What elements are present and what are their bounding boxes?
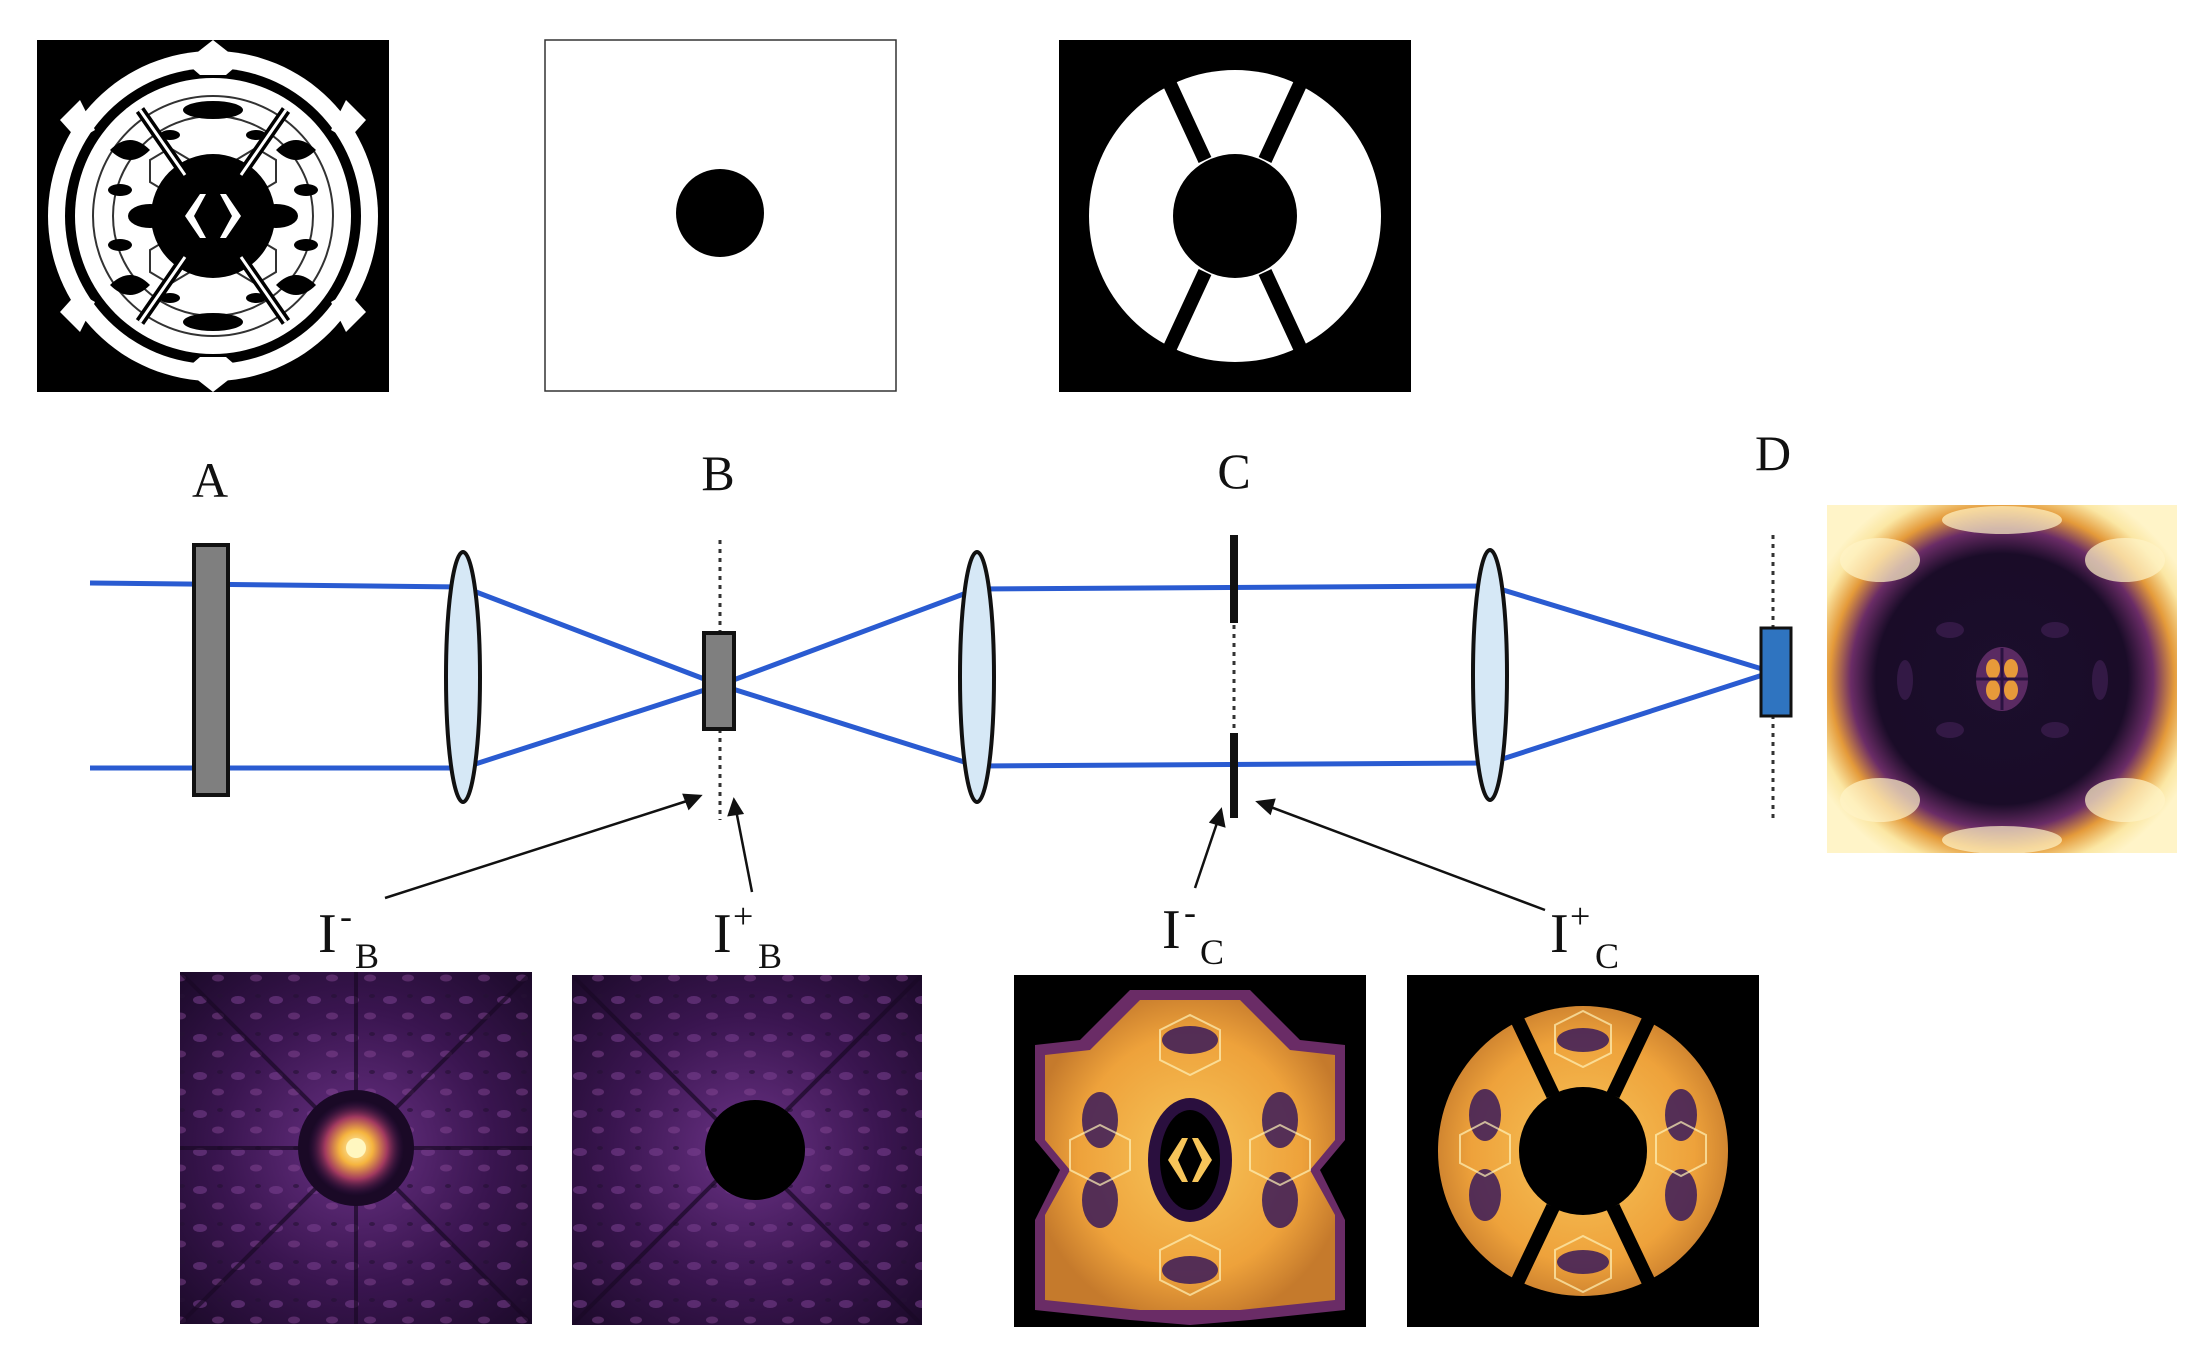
plane-label-b: B xyxy=(701,445,734,501)
lens-icon xyxy=(444,548,1509,804)
residual-core xyxy=(1976,647,2028,711)
svg-text:B: B xyxy=(355,936,379,976)
svg-text:+: + xyxy=(733,896,753,936)
occulting-spot-icon xyxy=(544,39,897,392)
lyot-stop-icon xyxy=(1059,40,1411,392)
svg-text:I: I xyxy=(713,903,732,965)
svg-text:I: I xyxy=(1550,903,1569,965)
svg-text:I: I xyxy=(1162,899,1181,961)
plane-label-a: A xyxy=(192,452,228,508)
svg-text:C: C xyxy=(1595,936,1619,976)
lens-2 xyxy=(958,550,996,804)
intensity-image-i-minus-c xyxy=(1014,975,1366,1327)
label-i-plus-c: I + C xyxy=(1550,896,1619,976)
intensity-image-d xyxy=(1827,505,2177,853)
svg-text:+: + xyxy=(1570,896,1590,936)
plane-label-d: D xyxy=(1755,425,1791,481)
label-i-minus-b: I - B xyxy=(318,896,379,976)
pupil-mask-icon xyxy=(37,40,389,392)
pointer-arrows xyxy=(384,793,1546,912)
intensity-image-i-plus-c xyxy=(1407,975,1759,1327)
svg-text:-: - xyxy=(1184,892,1196,932)
detector-icon xyxy=(1759,626,1793,718)
beam-lower xyxy=(90,669,1773,771)
svg-text:I: I xyxy=(318,903,337,965)
svg-text:C: C xyxy=(1200,932,1224,972)
label-i-minus-c: I - C xyxy=(1162,892,1224,972)
beam-paths xyxy=(89,580,1773,771)
lens-3 xyxy=(1471,548,1509,802)
intensity-image-i-minus-b xyxy=(180,972,532,1324)
lens-1 xyxy=(444,550,482,804)
intensity-image-i-plus-b xyxy=(572,975,922,1325)
beam-upper xyxy=(89,580,1773,688)
svg-text:B: B xyxy=(758,936,782,976)
occulter-b xyxy=(702,631,736,731)
pupil-plate-a xyxy=(192,543,230,797)
svg-text:-: - xyxy=(340,896,352,936)
plane-label-c: C xyxy=(1217,443,1250,499)
focal-plane-markers xyxy=(718,535,1775,820)
lyot-stop-plane-c xyxy=(1230,535,1238,818)
label-i-plus-b: I + B xyxy=(713,896,782,976)
